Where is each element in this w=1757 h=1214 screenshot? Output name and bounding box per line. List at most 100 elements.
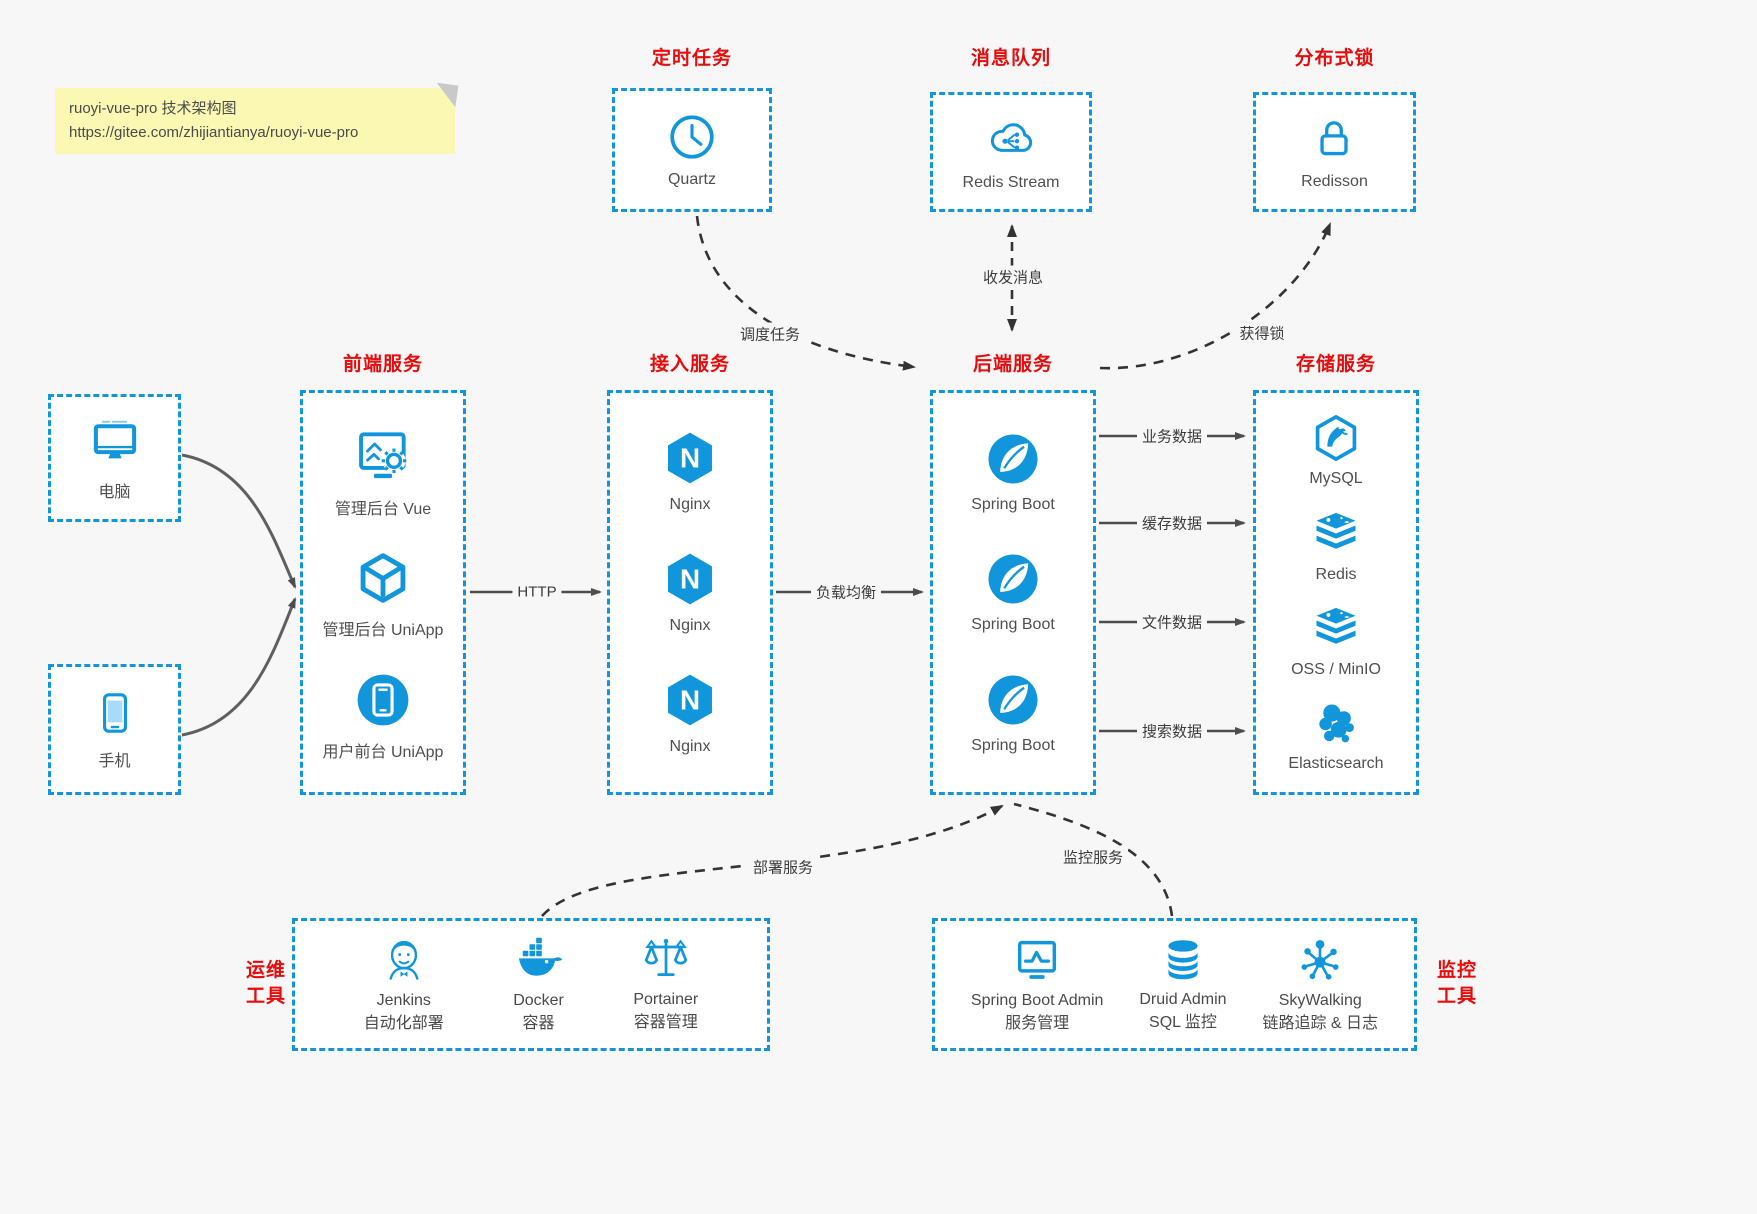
spring-leaf-icon bbox=[985, 431, 1041, 487]
redis-icon bbox=[1310, 508, 1362, 560]
service-nginx-1: Nginx bbox=[661, 429, 719, 514]
nginx-icon bbox=[661, 429, 719, 487]
spring-leaf-icon bbox=[985, 551, 1041, 607]
group-title-distributed-lock: 分布式锁 bbox=[1294, 48, 1375, 69]
service-label: 管理后台 UniApp bbox=[322, 622, 444, 639]
tool-desc: 服务管理 bbox=[1005, 1015, 1070, 1032]
service-label: Spring Boot bbox=[971, 495, 1055, 513]
box-scheduled-tasks: Quartz bbox=[612, 88, 772, 212]
service-label: Nginx bbox=[669, 617, 711, 634]
service-label: Nginx bbox=[669, 738, 711, 755]
edge-label-http: HTTP bbox=[512, 582, 562, 602]
edge-label-schedule: 调度任务 bbox=[734, 322, 806, 346]
spring-leaf-icon bbox=[985, 672, 1041, 728]
column-backend: Spring Boot Spring Boot Spring Boot bbox=[930, 390, 1096, 795]
service-label: OSS / MinIO bbox=[1291, 661, 1381, 679]
nginx-icon bbox=[661, 550, 719, 608]
user-app-icon bbox=[354, 671, 412, 729]
box-distributed-lock: Redisson bbox=[1253, 92, 1416, 212]
tool-docker: Docker 容器 bbox=[513, 934, 565, 1035]
docker-icon bbox=[513, 934, 565, 986]
group-title-monitor-tools: 监控 工具 bbox=[1437, 960, 1478, 1007]
box-client-phone: 手机 bbox=[48, 664, 181, 795]
box-message-queue: Redis Stream bbox=[930, 92, 1092, 212]
service-label: Redis bbox=[1315, 565, 1357, 583]
edge-label-message: 收发消息 bbox=[977, 265, 1049, 289]
mobile-icon bbox=[90, 688, 140, 738]
nginx-icon bbox=[661, 671, 719, 729]
tool-jenkins: Jenkins 自动化部署 bbox=[364, 934, 444, 1035]
topology-icon bbox=[1294, 934, 1346, 986]
service-admin-vue: 管理后台 Vue bbox=[335, 424, 431, 519]
service-oss-minio: OSS / MinIO bbox=[1291, 603, 1381, 679]
service-label: Spring Boot bbox=[971, 616, 1055, 633]
service-label: Redis Stream bbox=[962, 173, 1060, 191]
service-label: 管理后台 Vue bbox=[334, 500, 432, 518]
column-title-backend: 后端服务 bbox=[972, 354, 1053, 375]
service-label: Quartz bbox=[667, 170, 716, 188]
column-frontend: 管理后台 Vue 管理后台 UniApp 用户前台 UniApp bbox=[300, 390, 466, 795]
service-quartz: Quartz bbox=[667, 112, 717, 189]
oss-icon bbox=[1310, 603, 1362, 655]
monitor-pulse-icon bbox=[1011, 934, 1063, 986]
service-redis: Redis bbox=[1310, 508, 1362, 584]
tool-desc: 自动化部署 bbox=[363, 1015, 444, 1032]
group-title-scheduled-tasks: 定时任务 bbox=[651, 48, 732, 69]
service-admin-uniapp: 管理后台 UniApp bbox=[322, 549, 444, 640]
service-label: MySQL bbox=[1309, 470, 1363, 488]
service-redisson: Redisson bbox=[1301, 114, 1368, 191]
client-pc: 电脑 bbox=[88, 415, 142, 502]
service-nginx-2: Nginx bbox=[661, 550, 719, 635]
portainer-icon bbox=[641, 935, 691, 985]
box-monitor-tools: Spring Boot Admin 服务管理 Druid Admin SQL 监… bbox=[932, 918, 1417, 1051]
edge-label-monitor: 监控服务 bbox=[1057, 845, 1129, 869]
service-user-uniapp: 用户前台 UniApp bbox=[323, 671, 443, 762]
tool-desc: SQL 监控 bbox=[1149, 1014, 1217, 1031]
column-title-storage: 存储服务 bbox=[1295, 354, 1376, 375]
column-title-frontend: 前端服务 bbox=[342, 354, 423, 375]
service-mysql: MySQL bbox=[1309, 412, 1363, 488]
tool-skywalking: SkyWalking 链路追踪 & 日志 bbox=[1262, 934, 1378, 1035]
tool-name: Spring Boot Admin bbox=[970, 991, 1104, 1009]
note-fold-corner bbox=[433, 82, 459, 108]
client-label: 手机 bbox=[98, 753, 131, 770]
edge-label-search-data: 搜索数据 bbox=[1136, 719, 1208, 743]
tool-spring-boot-admin: Spring Boot Admin 服务管理 bbox=[970, 934, 1104, 1035]
edge-label-deploy: 部署服务 bbox=[747, 855, 819, 879]
edge-lock bbox=[1099, 222, 1332, 370]
tool-name: Docker bbox=[513, 991, 564, 1009]
tool-desc: 链路追踪 & 日志 bbox=[1262, 1015, 1379, 1032]
service-nginx-3: Nginx bbox=[661, 671, 719, 756]
service-springboot-1: Spring Boot bbox=[971, 431, 1055, 514]
note-url: https://gitee.com/zhijiantianya/ruoyi-vu… bbox=[69, 124, 359, 141]
tool-desc: 容器 bbox=[522, 1015, 555, 1032]
edge-pc-frontend bbox=[181, 453, 297, 589]
service-elasticsearch: Elasticsearch bbox=[1288, 699, 1384, 773]
column-gateway: Nginx Nginx Nginx bbox=[607, 390, 773, 795]
cloud-stream-icon bbox=[985, 113, 1037, 165]
service-springboot-2: Spring Boot bbox=[971, 551, 1055, 634]
client-label: 电脑 bbox=[98, 483, 131, 501]
service-label: Spring Boot bbox=[971, 736, 1055, 754]
edge-label-cache-data: 缓存数据 bbox=[1136, 511, 1208, 535]
clock-icon bbox=[667, 112, 717, 162]
tool-name: Druid Admin bbox=[1139, 990, 1227, 1008]
edge-label-business-data: 业务数据 bbox=[1136, 424, 1208, 448]
service-springboot-3: Spring Boot bbox=[971, 672, 1055, 755]
database-icon bbox=[1158, 935, 1208, 985]
tool-desc: 容器管理 bbox=[633, 1014, 698, 1031]
title-note: ruoyi-vue-pro 技术架构图 https://gitee.com/zh… bbox=[55, 82, 459, 154]
group-title-message-queue: 消息队列 bbox=[970, 48, 1051, 69]
group-title-ops-tools: 运维 工具 bbox=[245, 960, 286, 1007]
note-title: ruoyi-vue-pro 技术架构图 bbox=[69, 100, 237, 117]
edge-label-lock: 获得锁 bbox=[1234, 321, 1290, 345]
edge-label-file-data: 文件数据 bbox=[1136, 610, 1208, 634]
edge-schedule bbox=[695, 215, 916, 371]
service-redis-stream: Redis Stream bbox=[962, 113, 1060, 192]
service-label: Elasticsearch bbox=[1288, 754, 1384, 772]
elasticsearch-icon bbox=[1311, 699, 1361, 749]
column-storage: MySQL Redis OSS / MinIO Elasticsearch bbox=[1253, 390, 1419, 795]
tool-druid-admin: Druid Admin SQL 监控 bbox=[1139, 935, 1227, 1034]
desktop-icon bbox=[88, 415, 142, 469]
